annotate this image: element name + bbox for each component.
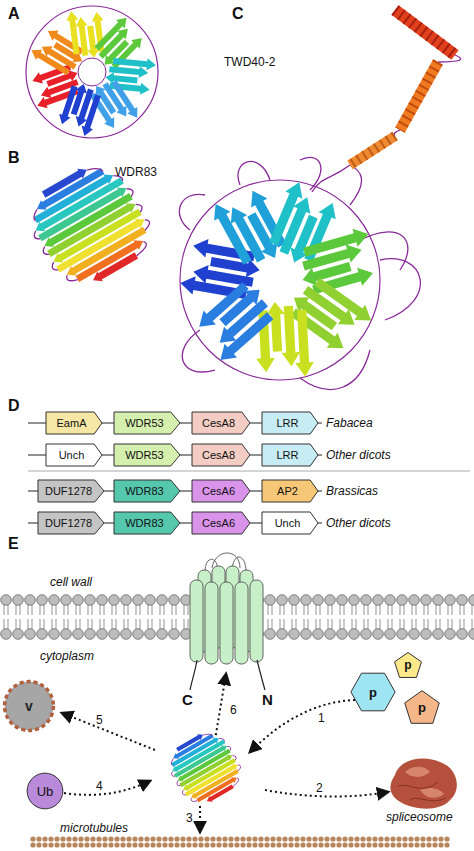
species-name: Fabacea <box>326 417 373 429</box>
panel-letter: A <box>8 6 20 22</box>
arrow-fill <box>192 512 250 534</box>
interaction-arrows <box>62 674 388 832</box>
callout-number: 5 <box>96 714 103 726</box>
arrow-fill <box>46 444 102 466</box>
gene-arrow: CesA6 <box>192 512 250 534</box>
protein-partner: p <box>350 672 396 712</box>
node-text: LRR <box>276 449 298 461</box>
propeller-with-helices <box>179 10 461 389</box>
protein-partner: p <box>394 652 422 678</box>
pentagon-fill <box>405 691 440 724</box>
arrow-fill <box>192 444 250 466</box>
structure-label: spliceosome <box>386 811 453 823</box>
node-text: WDR53 <box>125 417 164 429</box>
gene-arrow: Unch <box>262 512 318 534</box>
node-text: p <box>418 700 426 715</box>
node-text: Unch <box>275 517 301 529</box>
node-text: AP2 <box>277 485 298 497</box>
separator-line <box>28 471 470 472</box>
node-text: p <box>369 685 377 700</box>
gene-arrow: CesA8 <box>192 412 250 434</box>
callout-number: 3 <box>186 812 193 824</box>
propeller-side-view <box>16 150 165 299</box>
wd40-protein <box>160 723 249 813</box>
arrow-fill <box>262 512 318 534</box>
node-text: v <box>25 698 33 714</box>
vesicle-fill <box>5 682 54 731</box>
callout-number: 4 <box>96 780 103 792</box>
terminus-label: N <box>262 692 273 707</box>
node-text: Unch <box>59 449 85 461</box>
node-text: Ub <box>37 784 54 799</box>
panel-letter: B <box>8 150 20 166</box>
node-text: WDR53 <box>125 449 164 461</box>
microtubule-band <box>30 836 450 848</box>
panel-letter: D <box>8 398 20 414</box>
panel-letter: E <box>8 536 19 552</box>
gene-arrow: AP2 <box>262 480 318 502</box>
gene-arrow: WDR83 <box>114 512 180 534</box>
protein-name: TWD40-2 <box>224 56 275 68</box>
node-text: DUF1278 <box>45 517 92 529</box>
node-text: CesA8 <box>202 417 235 429</box>
node-text: WDR83 <box>125 485 164 497</box>
node-text: EamA <box>57 417 87 429</box>
gene-arrow: WDR53 <box>114 444 180 466</box>
callout-number: 6 <box>230 704 237 716</box>
gene-arrow: WDR53 <box>114 412 180 434</box>
arrow-fill <box>114 412 180 434</box>
protein-name: WDR83 <box>115 166 157 178</box>
spliceosome-structure <box>390 758 456 808</box>
region-label: cytoplasm <box>40 650 94 662</box>
node-text: p <box>404 658 411 672</box>
species-name: Other dicots <box>326 449 391 461</box>
gene-arrow: EamA <box>46 412 102 434</box>
callout-number: 1 <box>318 712 325 724</box>
gene-arrow: CesA6 <box>192 480 250 502</box>
node-text: LRR <box>276 417 298 429</box>
node-text: CesA8 <box>202 449 235 461</box>
node-text: CesA6 <box>202 517 235 529</box>
arrow-fill <box>114 480 180 502</box>
arrow-fill <box>192 480 250 502</box>
gene-arrow: WDR83 <box>114 480 180 502</box>
panel-letter: C <box>232 6 244 22</box>
gene-arrow: DUF1278 <box>38 512 104 534</box>
cellulose-synthase <box>190 553 265 690</box>
ubiquitin-circle: Ub <box>26 772 64 810</box>
species-name: Brassicas <box>326 485 378 497</box>
circle-fill <box>27 773 63 809</box>
hexagon-fill <box>351 673 395 711</box>
gene-arrow: Unch <box>46 444 102 466</box>
node-text: WDR83 <box>125 517 164 529</box>
propeller-top-view <box>26 6 158 138</box>
vesicle-circle: v <box>3 680 55 732</box>
arrow-fill <box>114 512 180 534</box>
gene-arrow: DUF1278 <box>38 480 104 502</box>
arrow-fill <box>262 480 318 502</box>
gene-arrow: LRR <box>262 412 318 434</box>
region-label: cell wall <box>50 576 92 588</box>
node-text: CesA6 <box>202 485 235 497</box>
gene-arrow: CesA8 <box>192 444 250 466</box>
structure-label: microtubules <box>60 822 128 834</box>
arrow-fill <box>262 444 318 466</box>
species-name: Other dicots <box>326 517 391 529</box>
pentagon-fill <box>395 653 422 678</box>
gene-row-lines <box>28 423 322 523</box>
arrow-fill <box>114 444 180 466</box>
terminus-label: C <box>182 692 193 707</box>
arrow-fill <box>192 412 250 434</box>
arrow-fill <box>38 512 104 534</box>
arrow-fill <box>38 480 104 502</box>
node-text: DUF1278 <box>45 485 92 497</box>
protein-partner: p <box>404 690 440 724</box>
arrow-fill <box>262 412 318 434</box>
gene-arrow: LRR <box>262 444 318 466</box>
arrow-fill <box>46 412 102 434</box>
callout-number: 2 <box>316 782 323 794</box>
